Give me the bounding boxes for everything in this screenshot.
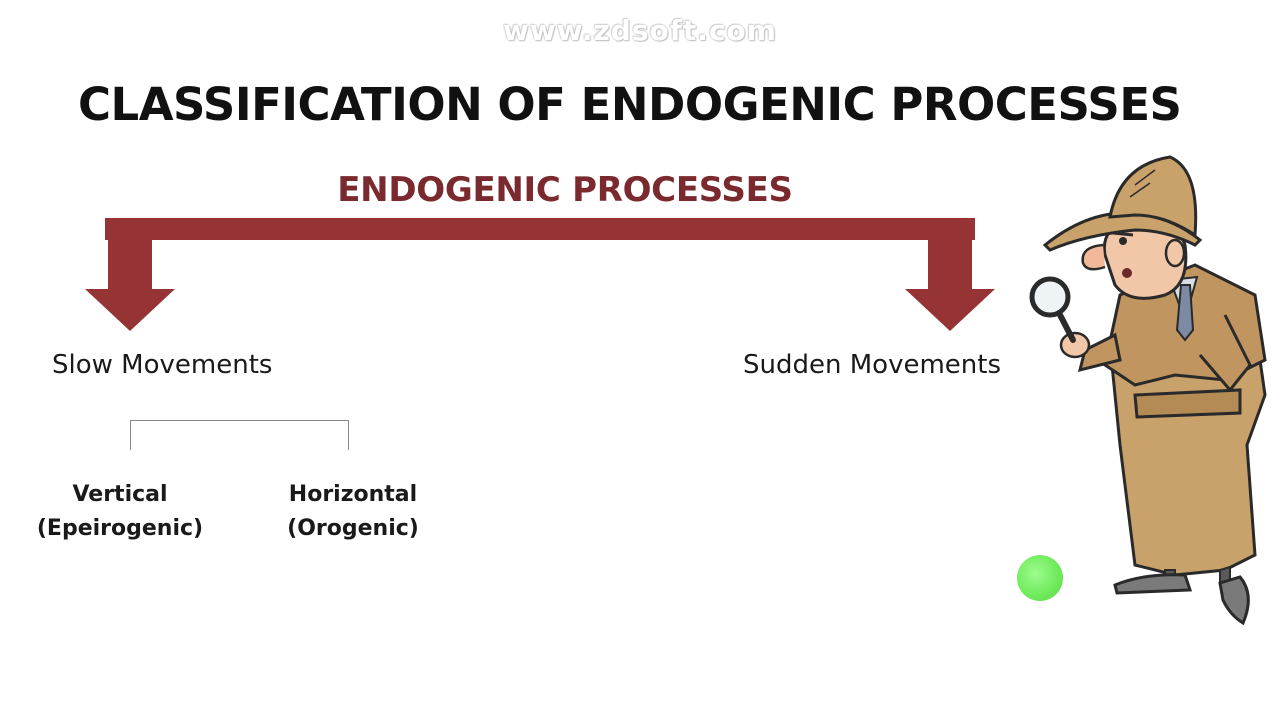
arrow-bar-and-heads [85, 218, 995, 331]
horizontal-line2: (Orogenic) [287, 516, 419, 541]
root-node-label: ENDOGENIC PROCESSES [337, 170, 793, 210]
watermark-text: www.zdsoft.com [503, 14, 777, 47]
pointer-dot [1017, 555, 1063, 601]
horizontal-movement-label: Horizontal (Orogenic) [268, 478, 438, 546]
slide-title: CLASSIFICATION OF ENDOGENIC PROCESSES [78, 78, 1182, 131]
detective-illustration [1029, 155, 1267, 626]
sub-branch-connector [130, 420, 349, 450]
vertical-line2: (Epeirogenic) [36, 516, 204, 541]
vertical-movement-label: Vertical (Epeirogenic) [30, 478, 210, 546]
horizontal-line1: Horizontal [288, 482, 418, 507]
sudden-movements-label: Sudden Movements [743, 350, 1001, 380]
slow-movements-label: Slow Movements [52, 350, 273, 380]
vertical-line1: Vertical [72, 482, 168, 507]
